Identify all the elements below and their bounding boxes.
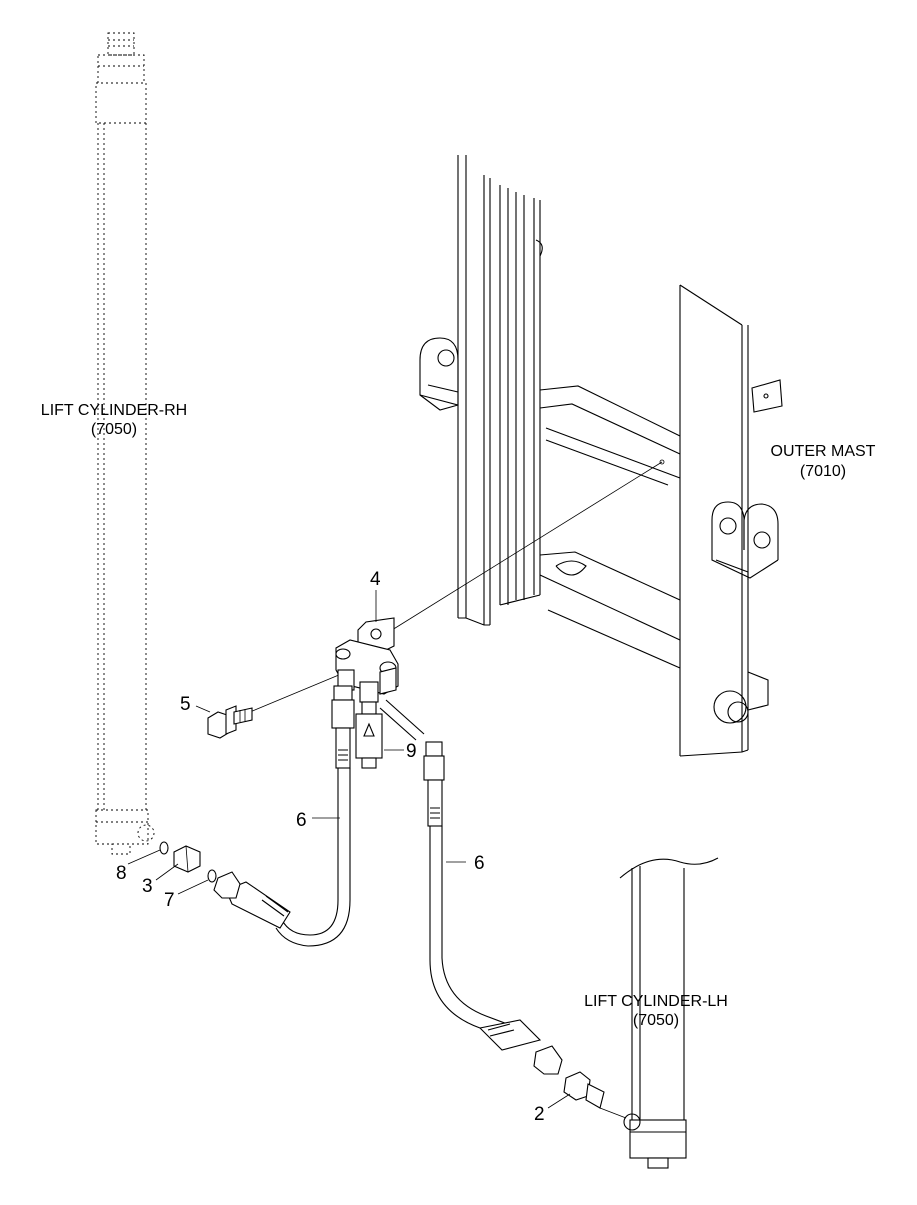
- bolt-5: [207, 705, 253, 739]
- o-ring-8: [159, 841, 169, 855]
- label-lift-cylinder-rh-code: (7050): [91, 421, 137, 438]
- tee-block: [335, 617, 399, 703]
- hose-6-right: [379, 699, 563, 1075]
- callout-9: 9: [406, 741, 417, 762]
- o-ring-7: [207, 869, 217, 883]
- lift-cylinder-lh: [599, 857, 719, 1169]
- callout-2: 2: [534, 1104, 545, 1125]
- callout-6-left: 6: [296, 810, 307, 831]
- callout-6-right: 6: [474, 853, 485, 874]
- callout-3: 3: [142, 876, 153, 897]
- label-lift-cylinder-lh: LIFT CYLINDER-LH: [584, 993, 728, 1010]
- hose-6-left: [213, 685, 355, 947]
- adapter-3: [173, 845, 201, 873]
- label-outer-mast: OUTER MAST: [771, 443, 876, 460]
- callout-7: 7: [164, 890, 175, 911]
- lift-cylinder-rh: [95, 32, 155, 855]
- label-outer-mast-code: (7010): [800, 463, 846, 480]
- valve-9: [355, 701, 383, 769]
- callout-5: 5: [180, 694, 191, 715]
- label-lift-cylinder-rh: LIFT CYLINDER-RH: [41, 402, 187, 419]
- callout-8: 8: [116, 863, 127, 884]
- outer-mast: [419, 155, 783, 757]
- leader-4-mast: [391, 461, 663, 631]
- label-lift-cylinder-lh-code: (7050): [633, 1012, 679, 1029]
- leader-5: [249, 671, 347, 713]
- adapter-2: [563, 1071, 605, 1109]
- callout-4: 4: [370, 569, 381, 590]
